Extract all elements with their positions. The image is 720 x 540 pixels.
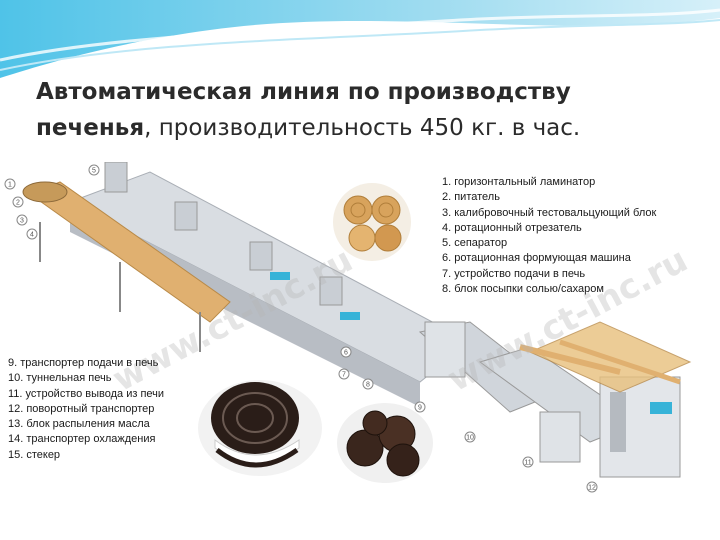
title-bold-word: печенья	[36, 115, 145, 141]
callout-12: 12	[586, 481, 598, 493]
callout-7: 7	[338, 368, 350, 380]
callout-number: 11	[524, 460, 531, 467]
legend-item: 5. сепаратор	[442, 237, 508, 250]
legend-right: 1. горизонтальный ламинатор 2. питатель …	[442, 175, 656, 297]
cookie-photo	[333, 183, 411, 261]
legend-item: 10. туннельная печь	[8, 372, 112, 385]
callout-10: 10	[464, 431, 476, 443]
callout-6: 6	[340, 346, 352, 358]
callout-2: 2	[12, 196, 24, 208]
legend-item: 7. устройство подачи в печь	[442, 267, 586, 280]
sandwich-cookie-photo	[198, 380, 322, 476]
legend-item: 13. блок распыления масла	[8, 418, 150, 431]
callout-number: 10	[466, 435, 474, 442]
title-rest: , производительность 450 кг. в час.	[144, 115, 581, 141]
legend-item: 2. питатель	[442, 191, 500, 204]
callout-number: 7	[342, 372, 346, 379]
callout-number: 2	[16, 200, 20, 207]
legend-item: 14. транспортер охлаждения	[8, 433, 156, 446]
slide-title: Автоматическая линия по производству печ…	[36, 74, 696, 146]
callout-5: 5	[88, 164, 100, 176]
callout-4: 4	[26, 228, 38, 240]
callout-number: 4	[30, 232, 34, 239]
cooling-conveyor	[22, 181, 231, 352]
callout-number: 9	[418, 405, 422, 412]
legend-item: 11. устройство вывода из печи	[8, 387, 165, 400]
callout-number: 12	[588, 485, 596, 492]
callout-number: 8	[366, 382, 370, 389]
legend-item: 6. ротационная формующая машина	[442, 252, 631, 265]
legend-item: 8. блок посыпки солью/сахаром	[442, 283, 604, 296]
legend-left: 9. транспортер подачи в печь 10. туннель…	[8, 356, 164, 463]
callout-8: 8	[362, 378, 374, 390]
callout-number: 6	[344, 350, 348, 357]
callout-number: 1	[8, 182, 12, 189]
callout-number: 5	[92, 168, 96, 175]
legend-item: 1. горизонтальный ламинатор	[442, 176, 596, 188]
legend-item: 9. транспортер подачи в печь	[8, 357, 159, 369]
legend-item: 15. стекер	[8, 448, 61, 461]
callout-number: 3	[20, 218, 24, 225]
callout-markers: 1 2 3 4 5 6 7 8 9 10 11 12	[4, 164, 598, 493]
callout-3: 3	[16, 214, 28, 226]
legend-item: 4. ротационный отрезатель	[442, 221, 582, 234]
title-bold-line1: Автоматическая линия по производству	[36, 79, 571, 105]
header-wave-decoration	[0, 0, 720, 78]
callout-11: 11	[522, 456, 534, 468]
forming-units	[418, 321, 692, 478]
legend-item: 12. поворотный транспортер	[8, 402, 155, 415]
production-line-illustration: 1 2 3 4 5 6 7 8 9 10 11 12	[4, 162, 692, 493]
chocolate-cookies-photo	[337, 403, 433, 483]
callout-1: 1	[4, 178, 16, 190]
callout-9: 9	[414, 401, 426, 413]
legend-item: 3. калибровочный тестовальцующий блок	[442, 206, 657, 219]
